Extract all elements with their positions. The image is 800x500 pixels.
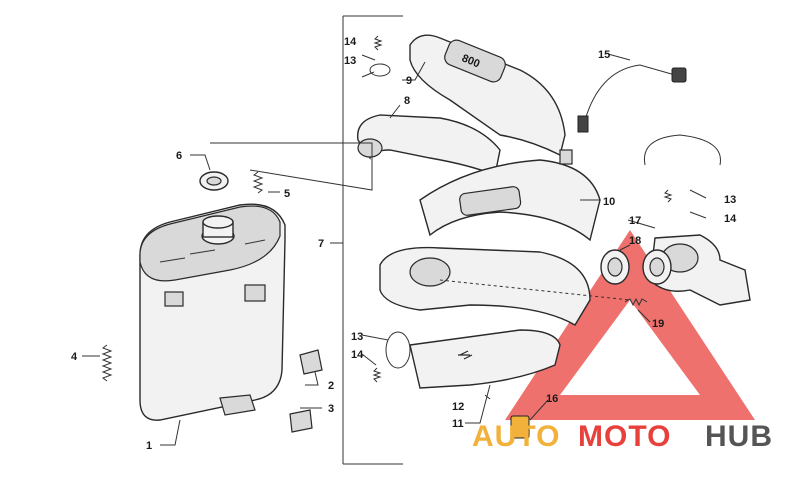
part-spring-5	[252, 171, 264, 194]
part-lower-shield	[409, 329, 561, 389]
part-exhaust-body	[379, 246, 631, 326]
callout-8: 8	[404, 95, 410, 107]
callout-16: 16	[546, 393, 558, 405]
part-connector-16	[510, 415, 530, 439]
callout-14-top: 14	[344, 36, 357, 48]
callout-13-top: 13	[344, 55, 356, 67]
part-shield-10	[419, 159, 601, 242]
callout-6: 6	[176, 150, 182, 162]
callout-14-bottom: 14	[351, 349, 364, 361]
part-pipe-8	[356, 114, 501, 176]
callout-12: 12	[452, 401, 464, 413]
callout-19: 19	[652, 318, 664, 330]
part-clamp-bottom	[372, 331, 411, 383]
watermark-moto: MOTO	[578, 420, 671, 453]
part-seals-18	[600, 249, 672, 285]
callout-13-right: 13	[724, 194, 736, 206]
callout-4: 4	[71, 351, 78, 363]
part-clamp-top	[369, 35, 391, 77]
callout-11: 11	[452, 418, 464, 430]
callout-5: 5	[284, 188, 290, 200]
part-clamp-right	[643, 134, 721, 203]
callout-9: 9	[406, 75, 412, 87]
callout-14-right: 14	[724, 213, 737, 225]
part-muffler	[139, 203, 286, 421]
callout-3: 3	[328, 403, 334, 415]
callout-18: 18	[629, 235, 641, 247]
part-bracket-3	[289, 409, 313, 433]
part-spring-19	[624, 297, 648, 307]
watermark-text: AUTO MOTO HUB	[472, 420, 773, 453]
part-sensor-15	[559, 64, 687, 165]
watermark-triangle-icon	[505, 230, 755, 420]
callout-1: 1	[146, 440, 152, 452]
part-grommet-6	[199, 171, 229, 191]
part-heat-shield-9: 800	[409, 34, 566, 157]
callout-17: 17	[629, 215, 641, 227]
part-bracket-2	[299, 349, 323, 375]
callout-10: 10	[603, 196, 615, 208]
callout-labels: 1 2 3 4 5 6 7 8 9 10 11 12 13 14 13 14 1…	[71, 36, 737, 452]
callout-7: 7	[318, 238, 324, 250]
watermark-logo	[505, 230, 755, 420]
watermark-auto: AUTO	[472, 420, 560, 453]
callout-13-bottom: 13	[351, 331, 363, 343]
part-spring-4	[101, 344, 113, 382]
callout-15: 15	[598, 49, 610, 61]
callout-2: 2	[328, 380, 334, 392]
part-manifold-17	[649, 234, 751, 306]
watermark-hub: HUB	[705, 420, 773, 453]
leader-lines	[82, 53, 707, 446]
group-bracket	[342, 15, 403, 465]
